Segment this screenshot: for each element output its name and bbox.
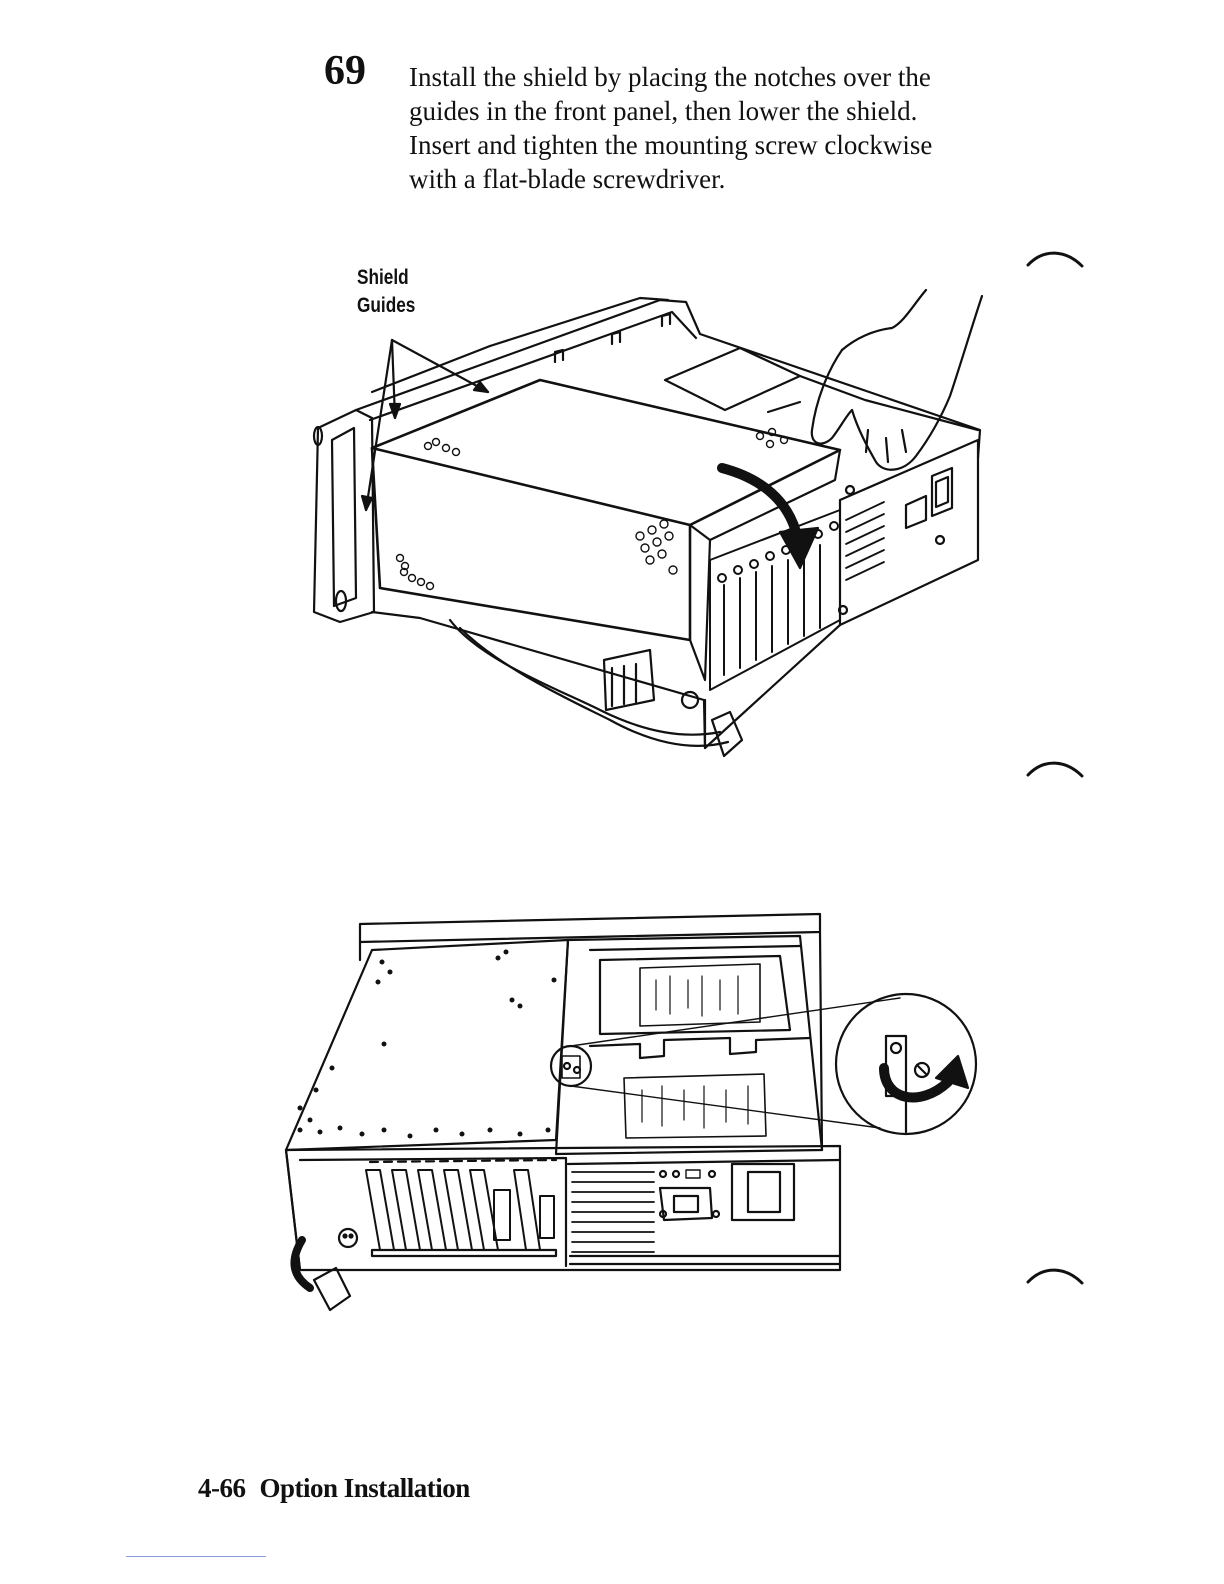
section-title: Option Installation [260,1473,470,1503]
page-number: 4-66 [198,1473,246,1503]
footnote-rule [126,1556,266,1557]
page-footer: 4-66 Option Installation [198,1473,470,1504]
screw-tightening-illustration [286,914,976,1310]
binder-hole-marks [1028,253,1082,1283]
shield-install-illustration [314,290,982,756]
